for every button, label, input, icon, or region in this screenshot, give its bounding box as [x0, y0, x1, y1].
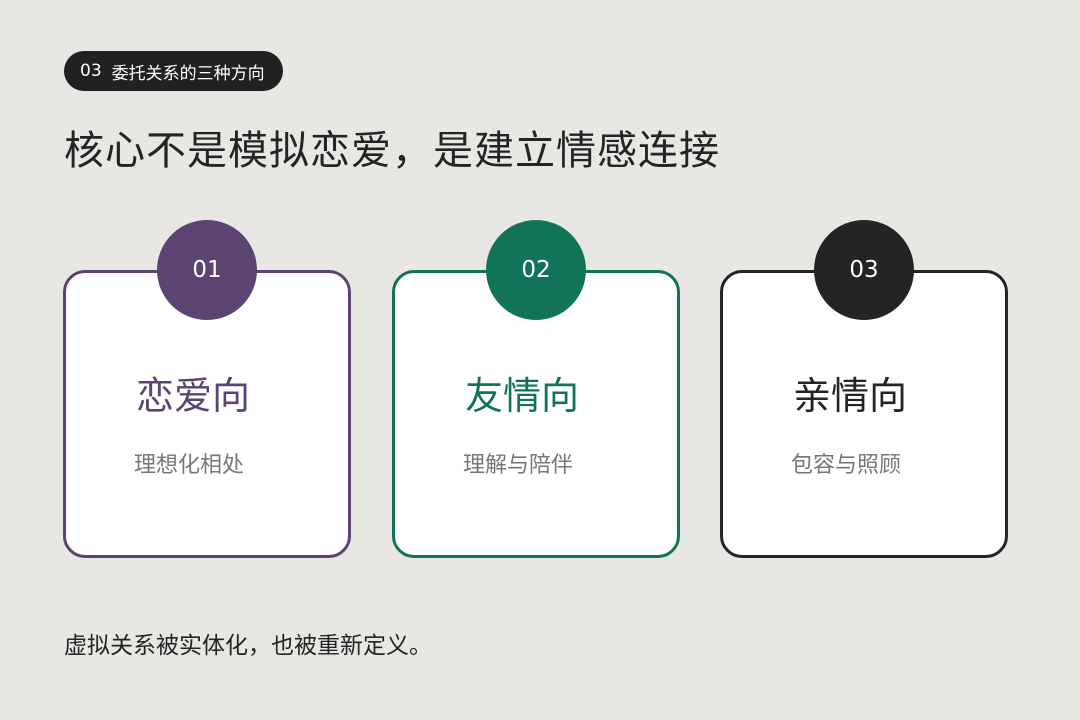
number-badge: 02	[486, 220, 586, 320]
card-subtitle: 理解与陪伴	[462, 453, 573, 478]
card-title: 恋爱向	[135, 374, 250, 418]
section-number: 03	[80, 61, 102, 81]
card-subtitle: 理想化相处	[133, 453, 244, 478]
number-badge: 01	[157, 220, 257, 320]
page-title: 核心不是模拟恋爱，是建立情感连接	[64, 128, 720, 174]
card-title: 友情向	[464, 374, 579, 418]
number-badge: 03	[814, 220, 914, 320]
footer-caption: 虚拟关系被实体化，也被重新定义。	[64, 633, 432, 659]
section-label: 委托关系的三种方向	[111, 63, 265, 84]
card-subtitle: 包容与照顾	[790, 453, 901, 478]
card-title: 亲情向	[792, 374, 907, 418]
section-tag: 03 委托关系的三种方向	[64, 51, 283, 91]
